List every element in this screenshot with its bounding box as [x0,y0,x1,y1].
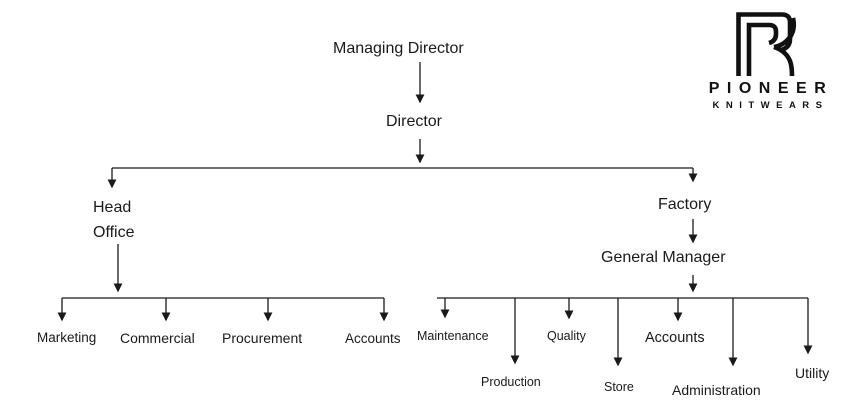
node-head-office: Head Office [93,199,135,241]
node-production: Production [481,375,541,389]
node-procurement: Procurement [222,330,303,346]
connector-lines [57,62,813,367]
pk-monogram-icon [736,12,797,76]
node-utility: Utility [795,365,830,381]
node-factory-accounts: Accounts [645,330,705,346]
node-head-office-accounts: Accounts [345,331,401,346]
node-maintenance: Maintenance [417,329,489,343]
node-administration: Administration [672,382,761,398]
node-marketing: Marketing [37,330,97,345]
node-managing-director: Managing Director [333,40,464,57]
node-factory: Factory [658,196,712,213]
node-commercial: Commercial [120,330,195,346]
company-logo: PIONEER KNITWEARS [700,12,836,111]
node-store: Store [604,380,634,394]
node-quality: Quality [547,329,586,343]
brand-sub-name: KNITWEARS [712,100,829,111]
brand-name: PIONEER [708,80,834,97]
node-director: Director [386,113,443,130]
node-general-manager: General Manager [601,249,726,266]
